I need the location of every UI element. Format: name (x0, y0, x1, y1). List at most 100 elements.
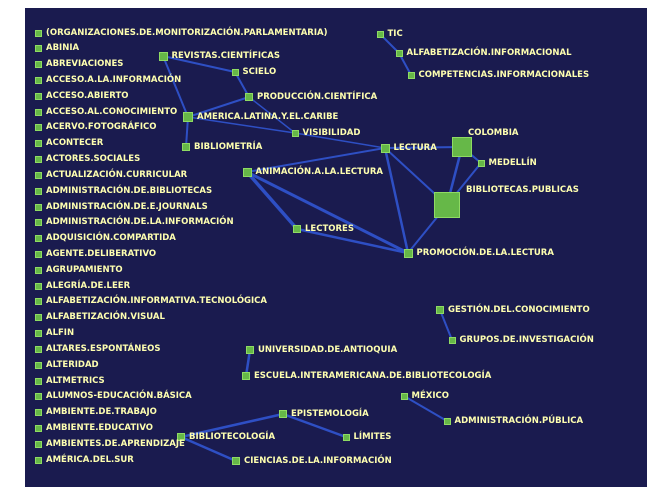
list-node-label[interactable]: ADMINISTRACIÓN.DE.E.JOURNALS (46, 201, 208, 212)
node-square-grupos-de-investigacion[interactable] (448, 336, 456, 344)
list-node-label[interactable]: AGRUPAMIENTO (46, 264, 123, 275)
node-square-promocion-de-la-lectura[interactable] (403, 248, 413, 258)
list-node-square[interactable] (35, 156, 42, 164)
node-label-produccion-cientifica[interactable]: PRODUCCIÓN.CIENTÍFICA (257, 91, 378, 102)
node-label-grupos-de-investigacion[interactable]: GRUPOS.DE.INVESTIGACIÓN (459, 334, 594, 345)
node-label-colombia[interactable]: COLOMBIA (468, 128, 519, 138)
node-label-medellin[interactable]: MEDELLÍN (488, 157, 537, 168)
list-node-label[interactable]: ACONTECER (46, 138, 104, 149)
node-label-promocion-de-la-lectura[interactable]: PROMOCIÓN.DE.LA.LECTURA (416, 247, 554, 258)
list-node-label[interactable]: (ORGANIZACIONES.DE.MONITORIZACIÓN.PARLAM… (46, 27, 328, 38)
node-label-gestion-del-conocimiento[interactable]: GESTIÓN.DEL.CONOCIMIENTO (448, 304, 590, 315)
node-label-america-latina[interactable]: AMERICA.LATINA.Y.EL.CARIBE (197, 111, 339, 122)
node-label-bibliotecas-publicas[interactable]: BIBLIOTECAS.PUBLICAS (466, 185, 579, 195)
node-square-medellin[interactable] (477, 159, 485, 167)
list-node-square[interactable] (35, 219, 42, 227)
node-square-produccion-cientifica[interactable] (245, 93, 253, 101)
node-label-visibilidad[interactable]: VISIBILIDAD (302, 127, 361, 138)
list-node-square[interactable] (35, 92, 42, 100)
list-node-square[interactable] (35, 140, 42, 148)
list-node-square[interactable] (35, 298, 42, 306)
node-label-mexico[interactable]: MÉXICO (411, 390, 449, 401)
node-square-bibliotecologia[interactable] (177, 433, 185, 441)
list-node-square[interactable] (35, 440, 42, 448)
node-square-animacion-a-la-lectura[interactable] (242, 167, 252, 177)
list-node-square[interactable] (35, 29, 42, 37)
list-node-label[interactable]: ACCESO.AL.CONOCIMIENTO (46, 106, 178, 117)
node-label-animacion-a-la-lectura[interactable]: ANIMACIÓN.A.LA.LECTURA (255, 166, 384, 177)
node-square-visibilidad[interactable] (291, 129, 299, 137)
node-label-revistas-cientificas[interactable]: REVISTAS.CIENTÍFICAS (171, 50, 280, 61)
list-node-square[interactable] (35, 250, 42, 258)
list-node-square[interactable] (35, 235, 42, 243)
node-square-revistas-cientificas[interactable] (158, 51, 168, 61)
node-label-bibliometria[interactable]: BIBLIOMETRÍA (194, 141, 263, 152)
node-square-gestion-del-conocimiento[interactable] (436, 306, 444, 314)
list-node-label[interactable]: ADMINISTRACIÓN.DE.LA.INFORMACIÓN (46, 217, 234, 228)
node-square-administracion-publica[interactable] (443, 417, 451, 425)
list-node-label[interactable]: ALTERIDAD (46, 359, 99, 370)
list-node-label[interactable]: ADMINISTRACIÓN.DE.BIBLIOTECAS (46, 185, 213, 196)
node-label-bibliotecologia[interactable]: BIBLIOTECOLOGÍA (189, 431, 276, 442)
node-label-lectura[interactable]: LECTURA (393, 142, 437, 153)
list-node-label[interactable]: AMBIENTE.DE.TRABAJO (46, 407, 157, 418)
list-node-label[interactable]: ALEGRÍA.DE.LEER (46, 280, 131, 291)
node-label-epistemologia[interactable]: EPISTEMOLOGÍA (291, 408, 369, 419)
node-square-colombia[interactable] (452, 137, 472, 157)
list-node-square[interactable] (35, 124, 42, 132)
list-node-label[interactable]: ACTUALIZACIÓN.CURRICULAR (46, 169, 188, 180)
list-node-label[interactable]: ADQUISICIÓN.COMPARTIDA (46, 233, 176, 244)
list-node-square[interactable] (35, 171, 42, 179)
node-label-alfabetizacion-informacional[interactable]: ALFABETIZACIÓN.INFORMACIONAL (406, 47, 572, 58)
node-label-limites[interactable]: LÍMITES (353, 431, 392, 442)
list-node-label[interactable]: ACTORES.SOCIALES (46, 154, 141, 165)
list-node-label[interactable]: AMBIENTE.EDUCATIVO (46, 423, 153, 433)
list-node-square[interactable] (35, 409, 42, 417)
list-node-label[interactable]: ALTARES.ESPONTÁNEOS (46, 343, 161, 354)
list-node-square[interactable] (35, 345, 42, 353)
node-square-limites[interactable] (342, 433, 350, 441)
node-square-escuela-interamericana[interactable] (242, 372, 250, 380)
list-node-label[interactable]: AGENTE.DELIBERATIVO (46, 248, 157, 259)
node-square-competencias-informacionales[interactable] (407, 71, 415, 79)
node-square-ciencias-de-la-informacion[interactable] (232, 457, 240, 465)
list-node-square[interactable] (35, 203, 42, 211)
list-node-square[interactable] (35, 266, 42, 274)
node-square-lectores[interactable] (293, 225, 301, 233)
node-square-universidad-de-antioquia[interactable] (246, 346, 254, 354)
node-square-tic[interactable] (376, 30, 384, 38)
node-square-alfabetizacion-informacional[interactable] (395, 49, 403, 57)
list-node-label[interactable]: AMÉRICA.DEL.SUR (46, 454, 134, 465)
node-square-scielo[interactable] (231, 68, 239, 76)
list-node-label[interactable]: ALFABETIZACIÓN.VISUAL (46, 312, 165, 323)
node-label-lectores[interactable]: LECTORES (305, 223, 354, 234)
list-node-square[interactable] (35, 393, 42, 401)
node-label-ciencias-de-la-informacion[interactable]: CIENCIAS.DE.LA.INFORMACIÓN (244, 455, 392, 466)
list-node-square[interactable] (35, 108, 42, 116)
list-node-label[interactable]: ACCESO.A.LA.INFORMACIÓN (46, 74, 182, 85)
list-node-label[interactable]: ACCESO.ABIERTO (46, 90, 129, 101)
node-label-tic[interactable]: TIC (387, 28, 403, 39)
list-node-square[interactable] (35, 45, 42, 53)
list-node-square[interactable] (35, 377, 42, 385)
node-square-america-latina[interactable] (183, 112, 193, 122)
list-node-square[interactable] (35, 282, 42, 290)
list-node-square[interactable] (35, 187, 42, 195)
list-node-square[interactable] (35, 330, 42, 338)
node-label-scielo[interactable]: SCIELO (242, 66, 277, 77)
list-node-label[interactable]: ALUMNOS-EDUCACIÓN.BÁSICA (46, 391, 192, 402)
list-node-square[interactable] (35, 314, 42, 322)
list-node-label[interactable]: ABREVIACIONES (46, 59, 124, 70)
node-square-mexico[interactable] (400, 392, 408, 400)
node-label-escuela-interamericana[interactable]: ESCUELA.INTERAMERICANA.DE.BIBLIOTECOLOGÍ… (254, 370, 492, 381)
list-node-label[interactable]: ABINIA (46, 43, 80, 54)
list-node-square[interactable] (35, 76, 42, 84)
list-node-label[interactable]: ALFABETIZACIÓN.INFORMATIVA.TECNOLÓGICA (46, 296, 267, 307)
list-node-label[interactable]: ALFIN (46, 328, 75, 339)
list-node-square[interactable] (35, 456, 42, 464)
node-square-epistemologia[interactable] (279, 410, 287, 418)
node-square-bibliotecas-publicas[interactable] (434, 192, 460, 218)
node-square-lectura[interactable] (380, 143, 390, 153)
list-node-label[interactable]: ALTMETRICS (46, 375, 105, 386)
